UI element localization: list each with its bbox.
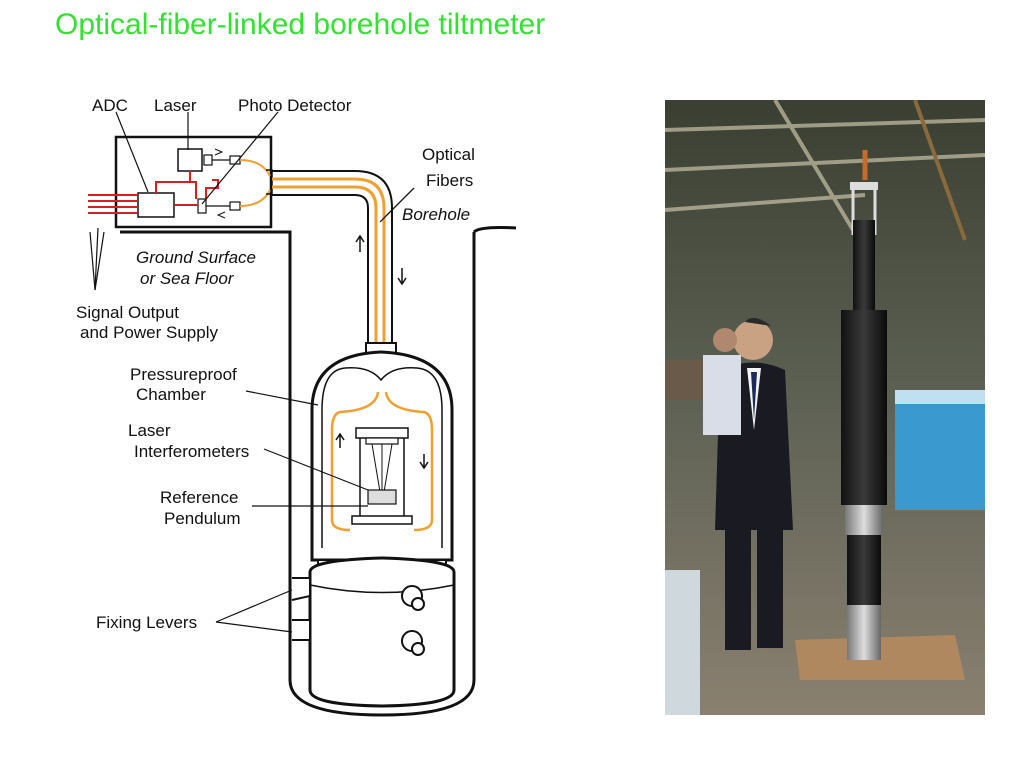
label-optical: Optical: [422, 145, 475, 164]
label-adc: ADC: [92, 96, 128, 115]
label-chamber: Chamber: [136, 385, 206, 404]
label-sea-floor: or Sea Floor: [140, 269, 235, 288]
label-reference: Reference: [160, 488, 238, 507]
label-borehole: Borehole: [402, 205, 470, 224]
slide-title: Optical-fiber-linked borehole tiltmeter: [55, 8, 546, 41]
label-power-supply: and Power Supply: [80, 323, 218, 342]
label-laser-interf: Laser: [128, 421, 171, 440]
label-pressureproof: Pressureproof: [130, 365, 237, 384]
borehole-walls: [120, 226, 517, 717]
surface-box: [88, 135, 273, 229]
label-fibers: Fibers: [426, 171, 473, 190]
label-ground-surface: Ground Surface: [136, 248, 256, 267]
photo-tiltmeter-instrument: [665, 100, 985, 715]
label-laser: Laser: [154, 96, 197, 115]
label-pendulum: Pendulum: [164, 509, 241, 528]
label-interferometers: Interferometers: [134, 442, 249, 461]
label-signal-output: Signal Output: [76, 303, 179, 322]
optical-fiber-cable: [272, 170, 407, 345]
label-photo-detector: Photo Detector: [238, 96, 352, 115]
base-housing: [291, 556, 456, 708]
label-fixing-levers: Fixing Levers: [96, 613, 197, 632]
pressureproof-chamber: [310, 342, 454, 562]
leader-lines: [89, 111, 415, 633]
